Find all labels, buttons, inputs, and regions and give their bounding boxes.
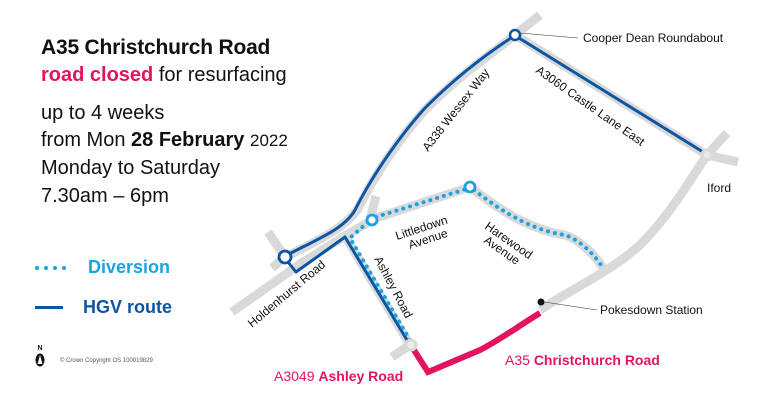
closure-status: road closed for resurfacing [41,64,287,87]
closed-road-segment [409,310,542,376]
pokesdown-station-marker [537,298,545,306]
diversion-route [347,187,605,342]
start-date-line: from Mon 28 February 2022 [41,129,288,152]
duration-text: up to 4 weeks [41,102,165,124]
start-prefix: from Mon [41,129,126,151]
solid-line-icon [35,306,63,309]
hgv-route [286,36,704,341]
label-pokesdown: Pokesdown Station [600,303,703,317]
days-text: Monday to Saturday [41,157,220,179]
label-cooper-dean: Cooper Dean Roundabout [583,31,724,45]
legend-hgv-label: HGV route [83,297,173,317]
littledown-roundabout [365,213,379,227]
north-arrow-icon [35,353,45,367]
label-a35: A35 Christchurch Road [505,352,660,368]
cooper-dean-roundabout [508,28,522,42]
north-label: N [37,345,43,352]
page-title: A35 Christchurch Road [41,36,271,59]
legend-diversion: Diversion [35,257,170,278]
holdenhurst-roundabout [277,249,293,265]
closed-badge: road closed [41,64,154,86]
dotted-line-icon [35,265,66,270]
hours-text: 7.30am – 6pm [41,185,169,207]
copyright-text: © Crown Copyright OS 100019829 [60,358,153,364]
start-date: 28 February [131,129,245,151]
closure-reason: for resurfacing [158,64,287,86]
legend-diversion-label: Diversion [88,257,171,277]
legend-hgv: HGV route [35,297,172,318]
harewood-roundabout [463,180,477,194]
start-year: 2022 [249,131,288,150]
north-arrow: N [33,345,47,372]
label-iford: Iford [707,181,731,195]
label-a3049: A3049 Ashley Road [274,368,403,384]
iford-roundabout [700,148,714,162]
ashley-roundabout [404,338,418,352]
